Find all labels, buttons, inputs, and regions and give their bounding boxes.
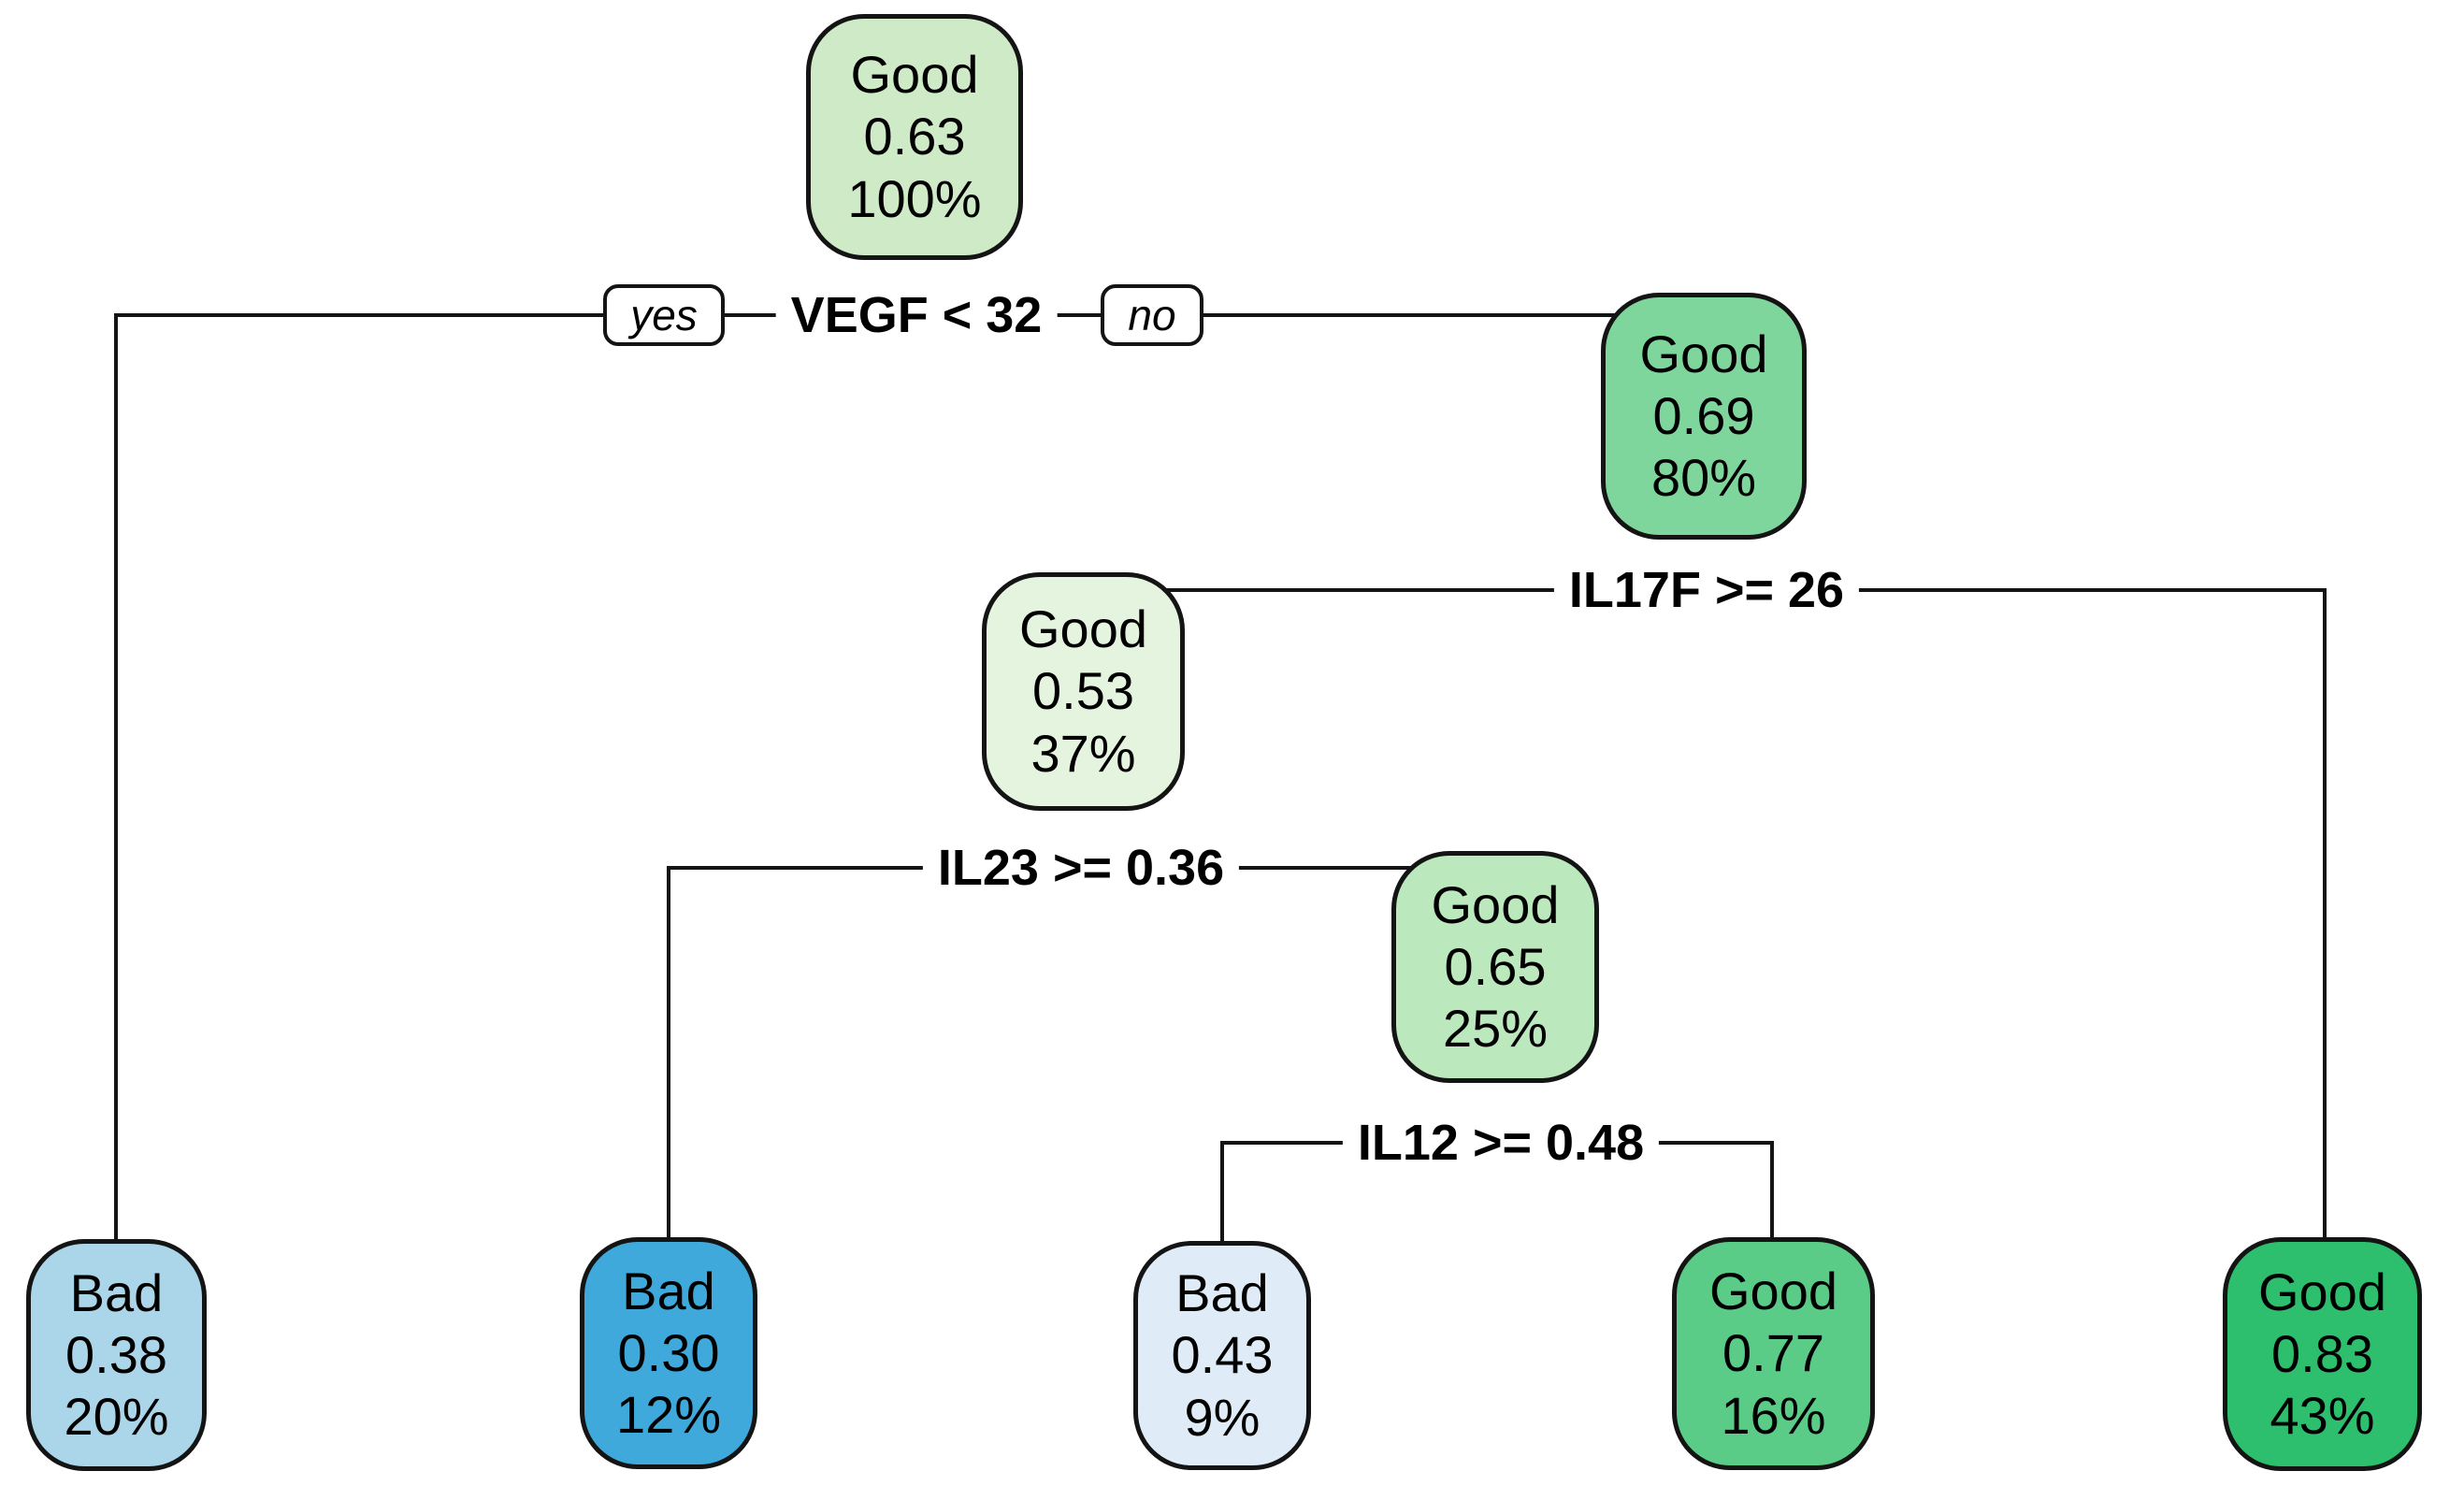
node-coverage: 20%	[64, 1387, 169, 1447]
node-probability: 0.53	[1032, 661, 1134, 721]
node-class-label: Good	[1639, 324, 1768, 383]
node-coverage: 16%	[1721, 1385, 1826, 1445]
split-condition-il17f: IL17F >= 26	[1553, 559, 1860, 621]
node-coverage: 9%	[1184, 1387, 1261, 1447]
leaf-node-bad-38: Bad 0.38 20%	[26, 1239, 207, 1471]
branch-line-il17f-no-drop	[2323, 588, 2327, 1244]
node-class-label: Good	[1019, 599, 1147, 659]
branch-line-vegf-yes-drop	[114, 313, 118, 1244]
no-label: no	[1128, 291, 1176, 339]
node-coverage: 37%	[1030, 723, 1136, 783]
node-coverage: 100%	[847, 168, 982, 228]
tree-node-good-53: Good 0.53 37%	[982, 572, 1185, 811]
node-coverage: 80%	[1650, 448, 1757, 508]
node-class-label: Bad	[1175, 1263, 1269, 1323]
node-class-label: Good	[1709, 1262, 1837, 1321]
leaf-node-bad-30: Bad 0.30 12%	[580, 1237, 757, 1469]
node-probability: 0.77	[1722, 1323, 1824, 1383]
node-probability: 0.65	[1444, 936, 1547, 996]
split-condition-il12: IL12 >= 0.48	[1342, 1112, 1660, 1174]
branch-line-il12-no-drop	[1770, 1141, 1774, 1244]
node-probability: 0.63	[863, 107, 966, 166]
node-probability: 0.38	[65, 1324, 167, 1384]
leaf-node-bad-43: Bad 0.43 9%	[1133, 1241, 1311, 1470]
node-class-label: Good	[850, 45, 979, 105]
node-coverage: 43%	[2269, 1386, 2375, 1446]
node-coverage: 12%	[615, 1385, 722, 1445]
node-probability: 0.30	[617, 1322, 720, 1382]
split-condition-il23: IL23 >= 0.36	[922, 837, 1240, 899]
yes-label: yes	[630, 291, 698, 339]
yes-branch-badge: yes	[603, 284, 725, 346]
node-class-label: Good	[1431, 874, 1560, 934]
node-probability: 0.69	[1652, 385, 1755, 445]
node-probability: 0.43	[1171, 1325, 1274, 1385]
branch-line-il12-yes-drop	[1220, 1141, 1224, 1244]
tree-node-good-65: Good 0.65 25%	[1391, 851, 1599, 1083]
node-coverage: 25%	[1442, 999, 1549, 1059]
tree-node-root: Good 0.63 100%	[806, 14, 1023, 260]
node-probability: 0.83	[2271, 1323, 2373, 1383]
no-branch-badge: no	[1101, 284, 1203, 346]
node-class-label: Bad	[69, 1262, 164, 1322]
node-class-label: Bad	[622, 1261, 715, 1320]
leaf-node-good-83: Good 0.83 43%	[2223, 1237, 2422, 1471]
node-class-label: Good	[2258, 1262, 2386, 1321]
split-condition-vegf: VEGF < 32	[775, 284, 1058, 346]
leaf-node-good-77: Good 0.77 16%	[1672, 1237, 1875, 1470]
branch-line-il23-yes-drop	[667, 866, 670, 1244]
tree-node-good-69: Good 0.69 80%	[1601, 293, 1807, 540]
